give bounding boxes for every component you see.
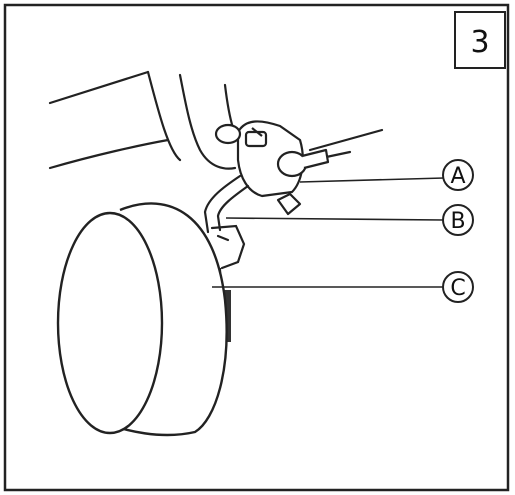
clamp-assembly (214, 120, 330, 216)
leader-lines (212, 177, 445, 288)
step-number: 3 (470, 25, 489, 60)
callout-b-label: B (450, 209, 465, 234)
callout-c: C (442, 271, 474, 303)
leader-line-b (225, 217, 445, 221)
wheel (56, 202, 228, 437)
leader-line-a (299, 177, 445, 183)
callout-a: A (442, 159, 474, 191)
bent-tube (203, 174, 250, 270)
callout-c-label: C (450, 276, 465, 301)
callout-b: B (442, 204, 474, 236)
step-number-box: 3 (454, 11, 506, 69)
callout-a-label: A (450, 164, 465, 189)
